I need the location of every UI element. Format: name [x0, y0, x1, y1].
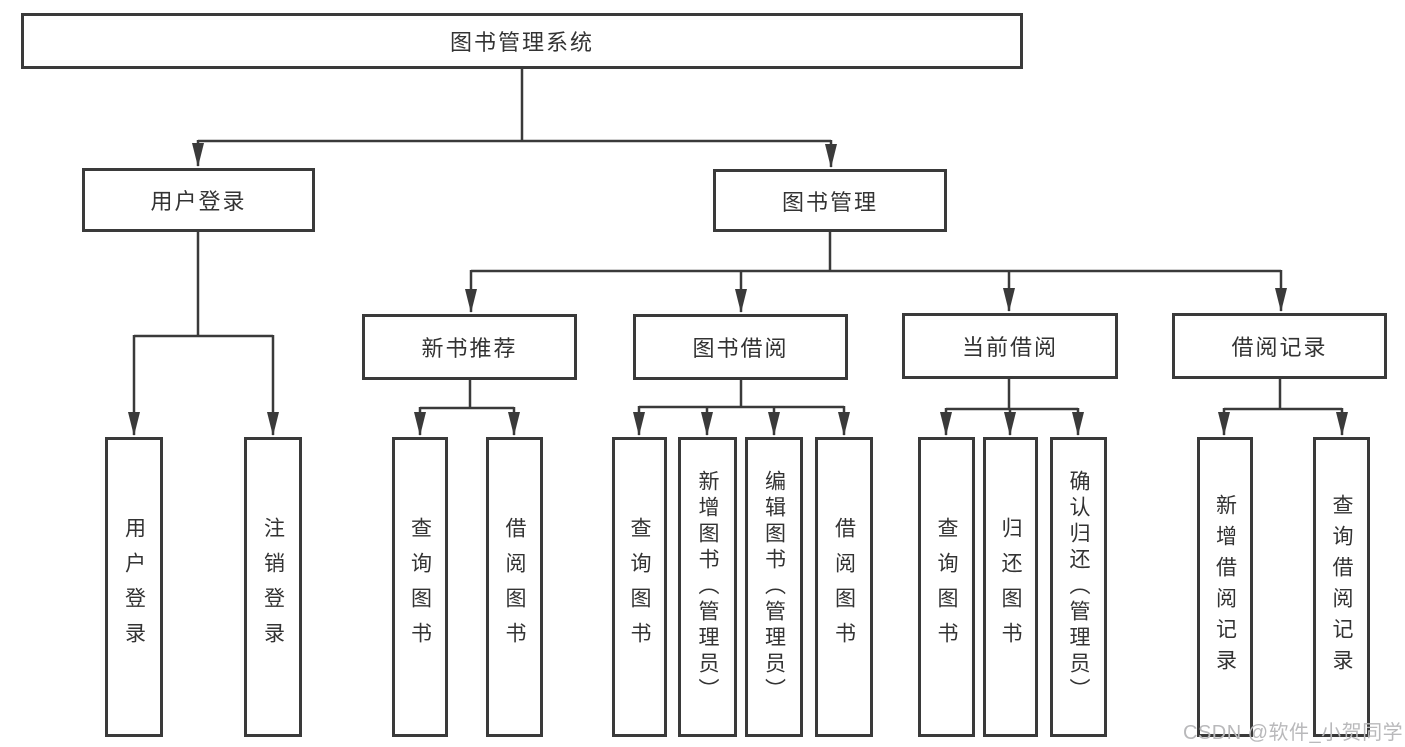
- node-label: 当前借阅: [961, 335, 1058, 360]
- leaf-confirm-return-admin: 确认归还（管理员）: [1050, 437, 1107, 737]
- leaf-edit-books-admin: 编辑图书（管理员）: [745, 437, 803, 737]
- node-label: 归还图书: [999, 517, 1022, 657]
- node-user-login: 用户登录: [82, 168, 315, 232]
- node-label: 借阅图书: [832, 517, 856, 657]
- leaf-logout: 注销登录: [244, 437, 302, 737]
- node-label: 借阅图书: [503, 517, 526, 657]
- leaf-add-borrow-record: 新增借阅记录: [1197, 437, 1253, 737]
- node-label: 编辑图书（管理员）: [762, 470, 786, 704]
- leaf-query-borrow-record: 查询借阅记录: [1313, 437, 1370, 737]
- node-label: 注销登录: [261, 517, 285, 657]
- node-label: 查询图书: [408, 517, 432, 657]
- node-book-management: 图书管理: [713, 169, 947, 232]
- leaf-user-login: 用户登录: [105, 437, 163, 737]
- leaf-borrow-books-1: 借阅图书: [486, 437, 543, 737]
- node-label: 新增图书（管理员）: [696, 470, 719, 704]
- node-label: 查询图书: [628, 517, 651, 657]
- node-new-book-recommendation: 新书推荐: [362, 314, 577, 380]
- node-label: 查询借阅记录: [1330, 494, 1353, 680]
- leaf-query-books-2: 查询图书: [612, 437, 667, 737]
- node-label: 用户登录: [122, 517, 146, 657]
- node-borrow-records: 借阅记录: [1172, 313, 1387, 379]
- node-library-management-system: 图书管理系统: [21, 13, 1023, 69]
- leaf-add-books-admin: 新增图书（管理员）: [678, 437, 737, 737]
- leaf-query-books-3: 查询图书: [918, 437, 975, 737]
- leaf-query-books-1: 查询图书: [392, 437, 448, 737]
- leaf-borrow-books-2: 借阅图书: [815, 437, 873, 737]
- node-label: 图书管理: [781, 189, 878, 215]
- csdn-watermark: CSDN @软件_小贺同学: [1183, 722, 1404, 744]
- node-label: 查询图书: [935, 517, 958, 657]
- node-current-borrowing: 当前借阅: [902, 313, 1118, 379]
- node-label: 新增借阅记录: [1213, 494, 1237, 680]
- node-label: 确认归还（管理员）: [1067, 470, 1090, 704]
- node-label: 图书借阅: [692, 336, 789, 361]
- node-label: 借阅记录: [1231, 335, 1328, 360]
- leaf-return-books: 归还图书: [983, 437, 1038, 737]
- node-book-borrowing: 图书借阅: [633, 314, 848, 380]
- node-label: 新书推荐: [421, 336, 518, 361]
- node-label: 用户登录: [150, 189, 247, 214]
- node-label: 图书管理系统: [449, 30, 594, 55]
